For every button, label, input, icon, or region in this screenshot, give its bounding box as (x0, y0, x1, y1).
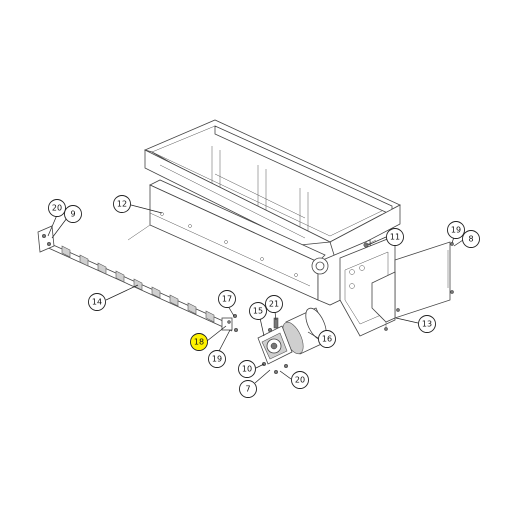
cover-plate (371, 241, 454, 331)
callout-12-label: 12 (117, 200, 127, 209)
callout-19-left-label: 19 (212, 355, 222, 364)
callout-10-label: 10 (242, 365, 252, 374)
callout-18[interactable]: 18 (190, 333, 208, 351)
callout-14-label: 14 (92, 298, 102, 307)
callout-13-label: 13 (422, 320, 432, 329)
callout-8-label: 8 (468, 235, 473, 244)
hopper-body (127, 119, 401, 337)
callout-21-label: 21 (269, 300, 279, 309)
callout-16-label: 16 (322, 335, 332, 344)
callout-19-right[interactable]: 19 (447, 221, 465, 239)
callout-8[interactable]: 8 (462, 230, 480, 248)
callout-15[interactable]: 15 (249, 302, 267, 320)
callout-10[interactable]: 10 (238, 360, 256, 378)
callout-11-label: 11 (390, 233, 400, 242)
callout-9[interactable]: 9 (64, 205, 82, 223)
callout-20-right-label: 20 (295, 376, 305, 385)
callout-12[interactable]: 12 (113, 195, 131, 213)
callout-20-right[interactable]: 20 (291, 371, 309, 389)
callout-21[interactable]: 21 (265, 295, 283, 313)
gear-motor-assembly (257, 307, 331, 375)
callout-16[interactable]: 16 (318, 330, 336, 348)
callout-20-left-label: 20 (52, 204, 62, 213)
callout-17[interactable]: 17 (218, 290, 236, 308)
callout-7[interactable]: 7 (239, 380, 257, 398)
callout-11[interactable]: 11 (386, 228, 404, 246)
callout-19-left[interactable]: 19 (208, 350, 226, 368)
callout-15-label: 15 (253, 307, 263, 316)
callout-17-label: 17 (222, 295, 232, 304)
callout-13[interactable]: 13 (418, 315, 436, 333)
callout-20-left[interactable]: 20 (48, 199, 66, 217)
callout-18-label: 18 (194, 338, 204, 347)
callout-14[interactable]: 14 (88, 293, 106, 311)
callout-19-right-label: 19 (451, 226, 461, 235)
callout-7-label: 7 (245, 385, 250, 394)
callout-9-label: 9 (70, 210, 75, 219)
conveyor-chain-assembly (37, 225, 239, 333)
leader-lines (47, 204, 464, 384)
